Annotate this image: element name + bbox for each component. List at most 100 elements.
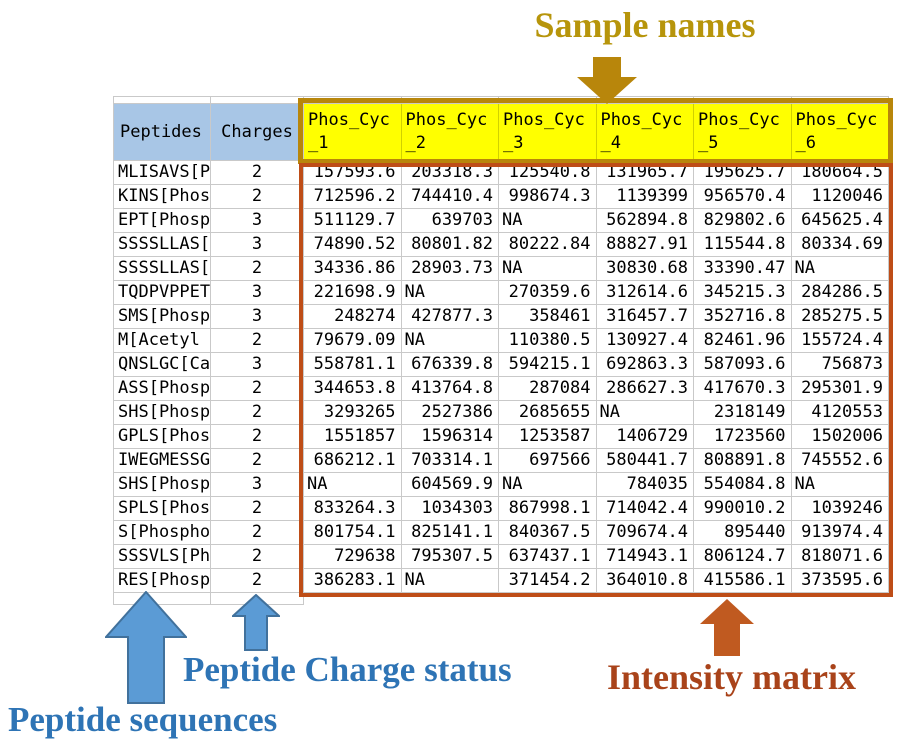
intensity-cell[interactable]: 637437.1 bbox=[499, 545, 597, 569]
intensity-cell[interactable]: 1034303 bbox=[401, 497, 499, 521]
intensity-cell[interactable]: 415586.1 bbox=[694, 569, 792, 593]
intensity-cell[interactable]: 714943.1 bbox=[596, 545, 694, 569]
intensity-cell[interactable]: 580441.7 bbox=[596, 449, 694, 473]
intensity-cell[interactable]: 352716.8 bbox=[694, 305, 792, 329]
peptide-cell[interactable]: SPLS[Phos bbox=[114, 497, 211, 521]
intensity-cell[interactable]: 806124.7 bbox=[694, 545, 792, 569]
intensity-cell[interactable]: 745552.6 bbox=[791, 449, 889, 473]
intensity-cell[interactable]: 80334.69 bbox=[791, 233, 889, 257]
intensity-cell[interactable]: 990010.2 bbox=[694, 497, 792, 521]
sample-column-header[interactable]: Phos_Cyc_4 bbox=[596, 104, 694, 161]
sample-column-header[interactable]: Phos_Cyc_5 bbox=[694, 104, 792, 161]
charge-cell[interactable]: 2 bbox=[211, 569, 304, 593]
intensity-cell[interactable]: 110380.5 bbox=[499, 329, 597, 353]
intensity-cell[interactable]: 594215.1 bbox=[499, 353, 597, 377]
intensity-cell[interactable]: 33390.47 bbox=[694, 257, 792, 281]
charge-cell[interactable]: 2 bbox=[211, 377, 304, 401]
peptide-cell[interactable]: EPT[Phosp bbox=[114, 209, 211, 233]
intensity-cell[interactable]: 82461.96 bbox=[694, 329, 792, 353]
intensity-cell[interactable]: 130927.4 bbox=[596, 329, 694, 353]
intensity-cell[interactable]: 714042.4 bbox=[596, 497, 694, 521]
intensity-cell[interactable]: 676339.8 bbox=[401, 353, 499, 377]
intensity-cell[interactable]: 4120553 bbox=[791, 401, 889, 425]
intensity-cell[interactable]: NA bbox=[401, 329, 499, 353]
intensity-cell[interactable]: NA bbox=[791, 473, 889, 497]
intensity-cell[interactable]: 373595.6 bbox=[791, 569, 889, 593]
intensity-cell[interactable]: 270359.6 bbox=[499, 281, 597, 305]
intensity-cell[interactable]: 312614.6 bbox=[596, 281, 694, 305]
intensity-cell[interactable]: 829802.6 bbox=[694, 209, 792, 233]
intensity-cell[interactable]: 80222.84 bbox=[499, 233, 597, 257]
intensity-cell[interactable]: 1253587 bbox=[499, 425, 597, 449]
intensity-cell[interactable]: 1120046 bbox=[791, 185, 889, 209]
intensity-cell[interactable]: NA bbox=[499, 473, 597, 497]
intensity-cell[interactable]: 784035 bbox=[596, 473, 694, 497]
peptide-cell[interactable]: GPLS[Phos bbox=[114, 425, 211, 449]
peptide-cell[interactable]: ASS[Phosp bbox=[114, 377, 211, 401]
intensity-cell[interactable]: 155724.4 bbox=[791, 329, 889, 353]
intensity-cell[interactable]: 125540.8 bbox=[499, 161, 597, 185]
intensity-cell[interactable]: 1502006 bbox=[791, 425, 889, 449]
intensity-cell[interactable]: 88827.91 bbox=[596, 233, 694, 257]
charge-cell[interactable]: 2 bbox=[211, 425, 304, 449]
intensity-cell[interactable]: 358461 bbox=[499, 305, 597, 329]
intensity-cell[interactable]: 697566 bbox=[499, 449, 597, 473]
intensity-cell[interactable]: 604569.9 bbox=[401, 473, 499, 497]
peptide-cell[interactable]: KINS[Phos bbox=[114, 185, 211, 209]
intensity-cell[interactable]: 248274 bbox=[304, 305, 402, 329]
peptide-cell[interactable]: SHS[Phosp bbox=[114, 473, 211, 497]
intensity-cell[interactable]: 386283.1 bbox=[304, 569, 402, 593]
intensity-cell[interactable]: 703314.1 bbox=[401, 449, 499, 473]
intensity-cell[interactable]: 795307.5 bbox=[401, 545, 499, 569]
sample-column-header[interactable]: Phos_Cyc_3 bbox=[499, 104, 597, 161]
intensity-cell[interactable]: 2527386 bbox=[401, 401, 499, 425]
intensity-cell[interactable]: 639703 bbox=[401, 209, 499, 233]
intensity-cell[interactable]: 558781.1 bbox=[304, 353, 402, 377]
intensity-cell[interactable]: 195625.7 bbox=[694, 161, 792, 185]
intensity-cell[interactable]: 645625.4 bbox=[791, 209, 889, 233]
intensity-cell[interactable]: 1723560 bbox=[694, 425, 792, 449]
intensity-cell[interactable]: 808891.8 bbox=[694, 449, 792, 473]
peptide-cell[interactable]: QNSLGC[Ca bbox=[114, 353, 211, 377]
intensity-cell[interactable]: NA bbox=[304, 473, 402, 497]
intensity-cell[interactable]: 3293265 bbox=[304, 401, 402, 425]
charge-cell[interactable]: 2 bbox=[211, 449, 304, 473]
intensity-cell[interactable]: 131965.7 bbox=[596, 161, 694, 185]
intensity-cell[interactable]: 417670.3 bbox=[694, 377, 792, 401]
intensity-cell[interactable]: NA bbox=[596, 401, 694, 425]
intensity-cell[interactable]: 2318149 bbox=[694, 401, 792, 425]
intensity-cell[interactable]: 825141.1 bbox=[401, 521, 499, 545]
intensity-cell[interactable]: 840367.5 bbox=[499, 521, 597, 545]
intensity-cell[interactable]: 28903.73 bbox=[401, 257, 499, 281]
charge-cell[interactable]: 3 bbox=[211, 281, 304, 305]
intensity-cell[interactable]: 203318.3 bbox=[401, 161, 499, 185]
peptide-cell[interactable]: SSSVLS[Ph bbox=[114, 545, 211, 569]
intensity-cell[interactable]: 1596314 bbox=[401, 425, 499, 449]
charge-cell[interactable]: 2 bbox=[211, 161, 304, 185]
intensity-cell[interactable]: 587093.6 bbox=[694, 353, 792, 377]
intensity-cell[interactable]: 115544.8 bbox=[694, 233, 792, 257]
intensity-cell[interactable]: 30830.68 bbox=[596, 257, 694, 281]
intensity-cell[interactable]: NA bbox=[401, 569, 499, 593]
intensity-cell[interactable]: 1406729 bbox=[596, 425, 694, 449]
charge-cell[interactable]: 2 bbox=[211, 185, 304, 209]
intensity-cell[interactable]: 867998.1 bbox=[499, 497, 597, 521]
intensity-cell[interactable]: 833264.3 bbox=[304, 497, 402, 521]
charges-column-header[interactable]: Charges bbox=[211, 104, 304, 161]
peptide-cell[interactable]: SSSSLLAS[ bbox=[114, 257, 211, 281]
peptide-cell[interactable]: RES[Phosp bbox=[114, 569, 211, 593]
charge-cell[interactable]: 2 bbox=[211, 257, 304, 281]
intensity-cell[interactable]: 895440 bbox=[694, 521, 792, 545]
intensity-cell[interactable]: NA bbox=[499, 209, 597, 233]
charge-cell[interactable]: 2 bbox=[211, 521, 304, 545]
intensity-cell[interactable]: 74890.52 bbox=[304, 233, 402, 257]
intensity-cell[interactable]: 1139399 bbox=[596, 185, 694, 209]
intensity-cell[interactable]: 344653.8 bbox=[304, 377, 402, 401]
intensity-cell[interactable]: 1551857 bbox=[304, 425, 402, 449]
sample-column-header[interactable]: Phos_Cyc_6 bbox=[791, 104, 889, 161]
intensity-cell[interactable]: 364010.8 bbox=[596, 569, 694, 593]
intensity-cell[interactable]: 316457.7 bbox=[596, 305, 694, 329]
peptide-cell[interactable]: S[Phospho bbox=[114, 521, 211, 545]
intensity-cell[interactable]: 413764.8 bbox=[401, 377, 499, 401]
intensity-cell[interactable]: 221698.9 bbox=[304, 281, 402, 305]
